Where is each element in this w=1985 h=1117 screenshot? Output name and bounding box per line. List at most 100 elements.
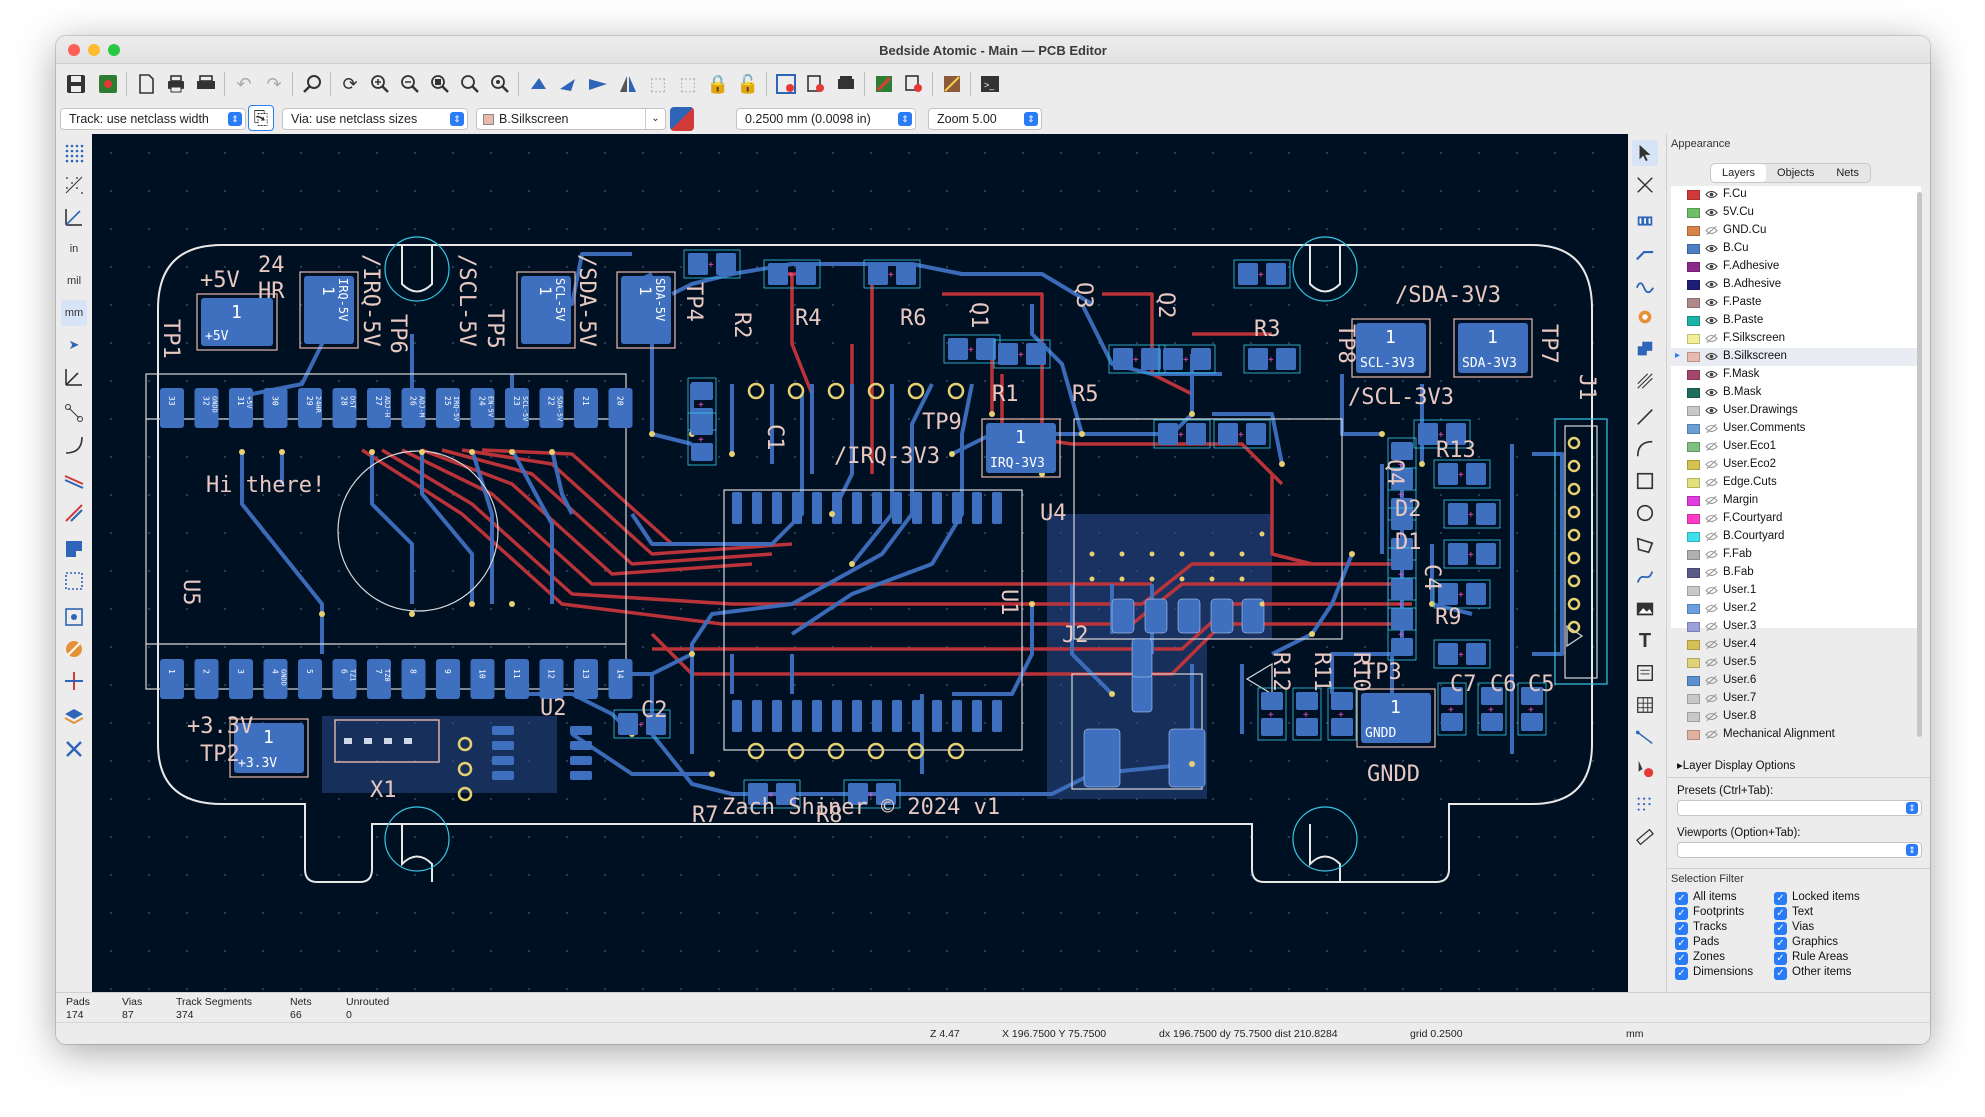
unlock-icon[interactable]: 🔓 bbox=[736, 73, 760, 94]
tab-layers[interactable]: Layers bbox=[1711, 164, 1767, 182]
smd-pad[interactable] bbox=[1481, 687, 1503, 705]
page-settings-icon[interactable] bbox=[132, 70, 160, 98]
smd-pad[interactable] bbox=[1391, 442, 1413, 460]
filter-checkbox[interactable]: ✓ bbox=[1774, 952, 1787, 965]
zoom-selection-icon[interactable] bbox=[486, 70, 514, 98]
eye-icon[interactable] bbox=[1705, 189, 1718, 200]
route-diff-pair-icon[interactable] bbox=[1632, 272, 1658, 298]
smd-pad[interactable] bbox=[1418, 423, 1438, 445]
eye-hidden-icon[interactable] bbox=[1705, 549, 1718, 560]
testpoint-pad[interactable] bbox=[521, 276, 571, 344]
layer-display-options-toggle[interactable]: ▸Layer Display Options bbox=[1677, 760, 1796, 772]
board-setup-icon[interactable] bbox=[94, 70, 122, 98]
eye-hidden-icon[interactable] bbox=[1705, 585, 1718, 596]
track-width-select[interactable]: Track: use netclass width⇕ bbox=[60, 108, 246, 130]
smd-pad[interactable] bbox=[1163, 348, 1183, 370]
redo-icon[interactable]: ↷ bbox=[266, 73, 282, 94]
smd-pad[interactable] bbox=[1158, 423, 1178, 445]
filter-checkbox[interactable]: ✓ bbox=[1675, 907, 1688, 920]
ic-pad[interactable] bbox=[772, 492, 782, 524]
smd-pad[interactable] bbox=[1391, 612, 1413, 630]
zoom-objects-icon[interactable] bbox=[456, 70, 484, 98]
eye-icon[interactable] bbox=[1705, 405, 1718, 416]
header-pad[interactable] bbox=[436, 659, 460, 699]
smd-pad[interactable] bbox=[691, 382, 713, 400]
header-pad[interactable] bbox=[194, 388, 219, 428]
smd-pad[interactable] bbox=[1446, 423, 1466, 445]
ic-pad[interactable] bbox=[952, 700, 962, 732]
testpoint-pad[interactable] bbox=[621, 276, 671, 344]
auto-width-icon[interactable]: ⎘ bbox=[248, 105, 274, 131]
update-pcb-icon[interactable] bbox=[870, 70, 898, 98]
eye-hidden-icon[interactable] bbox=[1705, 459, 1718, 470]
layer-row[interactable]: User.Comments bbox=[1671, 420, 1921, 438]
smd-pad[interactable] bbox=[948, 338, 968, 360]
smd-pad[interactable] bbox=[896, 263, 916, 285]
layers-manager-icon[interactable] bbox=[61, 704, 87, 730]
ic-pad[interactable] bbox=[852, 700, 862, 732]
delete-tool-icon[interactable] bbox=[1632, 756, 1658, 782]
ic-pad[interactable] bbox=[872, 700, 882, 732]
header-pad[interactable] bbox=[332, 388, 357, 428]
draw-arc-icon[interactable] bbox=[1632, 436, 1658, 462]
layer-row[interactable]: B.Fab bbox=[1671, 564, 1921, 582]
layer-row[interactable]: F.Adhesive bbox=[1671, 258, 1921, 276]
ic-pad[interactable] bbox=[912, 700, 922, 732]
smd-pad[interactable] bbox=[691, 417, 713, 435]
refresh-icon[interactable]: ⟳ bbox=[342, 73, 358, 94]
eye-hidden-icon[interactable] bbox=[1705, 567, 1718, 578]
properties-tools-icon[interactable] bbox=[61, 736, 87, 762]
presets-select[interactable]: ⇕ bbox=[1677, 800, 1922, 816]
ic-pad[interactable] bbox=[852, 492, 862, 524]
smd-pad[interactable] bbox=[848, 783, 868, 805]
via-outline-icon[interactable] bbox=[61, 500, 87, 526]
layer-color-swatch[interactable] bbox=[1687, 208, 1700, 218]
local-grid-icon[interactable] bbox=[61, 172, 87, 198]
undo-icon[interactable]: ↶ bbox=[236, 73, 252, 94]
ic-pad[interactable] bbox=[792, 700, 802, 732]
route-track-icon[interactable] bbox=[1632, 240, 1658, 266]
add-table-icon[interactable] bbox=[1632, 692, 1658, 718]
net-color-icon[interactable] bbox=[61, 668, 87, 694]
layer-pair-icon[interactable] bbox=[670, 107, 694, 131]
ic-pad[interactable] bbox=[872, 492, 882, 524]
header-pad[interactable] bbox=[298, 388, 322, 428]
header-pad[interactable] bbox=[539, 388, 564, 428]
header-pad[interactable] bbox=[574, 388, 598, 428]
layer-color-swatch[interactable] bbox=[1687, 388, 1700, 398]
testpoint-pad[interactable] bbox=[986, 423, 1056, 473]
eye-hidden-icon[interactable] bbox=[1705, 621, 1718, 632]
layer-row[interactable]: B.Adhesive bbox=[1671, 276, 1921, 294]
ic-pad[interactable] bbox=[932, 492, 942, 524]
smd-pad[interactable] bbox=[1331, 692, 1353, 710]
layer-color-swatch[interactable] bbox=[1687, 694, 1700, 704]
smd-pad[interactable] bbox=[1191, 348, 1211, 370]
eye-icon[interactable] bbox=[1705, 279, 1718, 290]
draw-bezier-icon[interactable] bbox=[1632, 564, 1658, 590]
close-window-button[interactable] bbox=[68, 44, 80, 56]
smd-pad[interactable] bbox=[1266, 263, 1286, 285]
angle-snap-icon[interactable] bbox=[61, 364, 87, 390]
layer-row[interactable]: Margin bbox=[1671, 492, 1921, 510]
eye-hidden-icon[interactable] bbox=[1705, 729, 1718, 740]
ic-pad[interactable] bbox=[992, 492, 1002, 524]
layer-color-swatch[interactable] bbox=[1687, 712, 1700, 722]
curved-ratsnest-icon[interactable] bbox=[61, 432, 87, 458]
smd-pad[interactable] bbox=[1391, 538, 1413, 556]
smd-pad[interactable] bbox=[1448, 503, 1468, 525]
add-via-icon[interactable] bbox=[1632, 304, 1658, 330]
testpoint-pad[interactable] bbox=[1356, 323, 1426, 373]
layer-row[interactable]: ▸B.Silkscreen bbox=[1671, 348, 1921, 366]
ic-pad[interactable] bbox=[752, 492, 762, 524]
eye-icon[interactable] bbox=[1705, 243, 1718, 254]
testpoint-pad[interactable] bbox=[304, 276, 354, 344]
layer-color-swatch[interactable] bbox=[1687, 406, 1700, 416]
smd-pad[interactable] bbox=[1391, 638, 1413, 656]
filter-checkbox[interactable]: ✓ bbox=[1675, 952, 1688, 965]
zoom-window-button[interactable] bbox=[108, 44, 120, 56]
ic-pad[interactable] bbox=[972, 700, 982, 732]
filter-checkbox[interactable]: ✓ bbox=[1675, 937, 1688, 950]
header-pad[interactable] bbox=[470, 388, 495, 428]
ic-pad[interactable] bbox=[792, 492, 802, 524]
